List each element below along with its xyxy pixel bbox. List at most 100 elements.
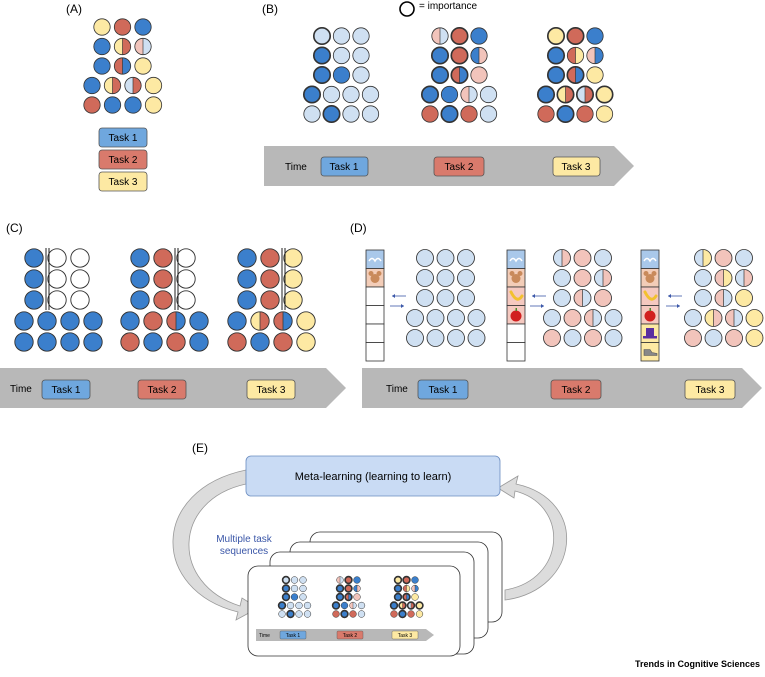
- network-node: [93, 37, 111, 56]
- network-node: [460, 85, 478, 104]
- network-node: [411, 593, 419, 601]
- mouse-icon: [511, 274, 521, 283]
- network-node: [546, 65, 566, 85]
- network-node: [349, 601, 357, 610]
- network-node: [460, 105, 478, 123]
- network-node: [361, 85, 380, 104]
- memory-slot: [506, 323, 526, 343]
- panel-d-timeline: Time Task 1 Task 2 Task 3: [362, 368, 762, 408]
- network-node: [415, 601, 424, 610]
- task-box-1-label: Task 1: [52, 385, 81, 396]
- network-node: [576, 105, 594, 123]
- network-node: [416, 289, 434, 307]
- network-node: [566, 26, 585, 46]
- network-node: [286, 609, 295, 619]
- network-node: [586, 27, 604, 45]
- network-node: [344, 584, 353, 593]
- network-node: [281, 584, 291, 593]
- network-node: [312, 65, 332, 85]
- memory-slot: [365, 286, 385, 306]
- network-node: [402, 575, 411, 585]
- network-node: [353, 584, 361, 593]
- network-node: [24, 248, 44, 268]
- network-node: [189, 311, 209, 331]
- network-node: [83, 76, 101, 95]
- panel-d-replay-arrows: [390, 294, 682, 308]
- network-node: [398, 609, 407, 619]
- panel-d-memory-3: [640, 249, 660, 362]
- network-node: [594, 269, 612, 287]
- network-node: [735, 269, 753, 287]
- network-node: [344, 575, 353, 585]
- network-node: [60, 332, 80, 352]
- network-node: [237, 269, 257, 289]
- network-node: [70, 248, 90, 268]
- panel-a-task-legend: Task 1 Task 2 Task 3: [98, 127, 148, 192]
- network-node: [430, 46, 450, 65]
- memory-slot: [506, 342, 526, 362]
- mini-task-box-2: [336, 630, 364, 640]
- network-node: [563, 329, 582, 347]
- network-node: [130, 290, 150, 310]
- network-node: [586, 46, 604, 65]
- network-node: [421, 105, 439, 123]
- mini-task-box-2-label: Task 2: [343, 633, 358, 639]
- network-node: [594, 289, 612, 307]
- multiple-sequences-label-2: sequences: [220, 546, 268, 557]
- mini-grid-2: [331, 575, 366, 619]
- network-node: [144, 96, 163, 114]
- network-node: [735, 249, 753, 267]
- network-node: [594, 249, 612, 267]
- network-node: [134, 18, 152, 36]
- task-box-2: [433, 156, 485, 177]
- task-legend-2-label: Task 2: [109, 155, 138, 166]
- network-node: [398, 601, 407, 610]
- apple-icon: [510, 310, 522, 322]
- network-node: [426, 309, 445, 327]
- network-node: [113, 18, 132, 36]
- network-node: [440, 85, 459, 104]
- network-node: [335, 584, 345, 593]
- network-node: [332, 46, 351, 65]
- network-node: [303, 105, 321, 123]
- panel-c-grid-1: [14, 248, 103, 352]
- apple-icon: [644, 310, 656, 322]
- network-node: [604, 309, 623, 327]
- network-node: [295, 610, 303, 618]
- network-node: [322, 85, 341, 104]
- network-node: [553, 289, 571, 307]
- network-node: [83, 96, 101, 114]
- timeline-label: Time: [10, 384, 32, 395]
- network-node: [250, 311, 270, 331]
- task-box-3-label: Task 3: [257, 385, 286, 396]
- mini-grid-1: [277, 575, 312, 619]
- network-node: [143, 332, 163, 352]
- mini-grid-3: [389, 575, 424, 619]
- network-node: [447, 329, 465, 347]
- network-node: [70, 290, 90, 310]
- panel-label-e: (E): [192, 441, 208, 455]
- network-node: [566, 46, 585, 65]
- memory-slot: [506, 249, 526, 269]
- mini-timeline-label: Time: [259, 633, 270, 639]
- network-node: [260, 290, 280, 310]
- panel-c-timeline: Time Task 1 Task 2 Task 3: [0, 368, 346, 408]
- panel-b-grid-1: [302, 26, 380, 124]
- network-node: [70, 269, 90, 289]
- task-box-2-label: Task 2: [562, 385, 591, 396]
- network-node: [735, 289, 753, 307]
- network-node: [189, 332, 209, 352]
- panel-d-memory-2: [506, 249, 526, 362]
- network-node: [113, 57, 132, 75]
- network-node: [393, 584, 403, 593]
- network-node: [281, 575, 291, 585]
- task-legend-3-label: Task 3: [109, 177, 138, 188]
- network-node: [332, 610, 340, 618]
- network-node: [250, 332, 270, 352]
- bird-icon: [509, 257, 523, 263]
- network-node: [47, 269, 67, 289]
- network-node: [393, 575, 403, 585]
- task-legend-1: [98, 127, 148, 148]
- network-node: [176, 269, 196, 289]
